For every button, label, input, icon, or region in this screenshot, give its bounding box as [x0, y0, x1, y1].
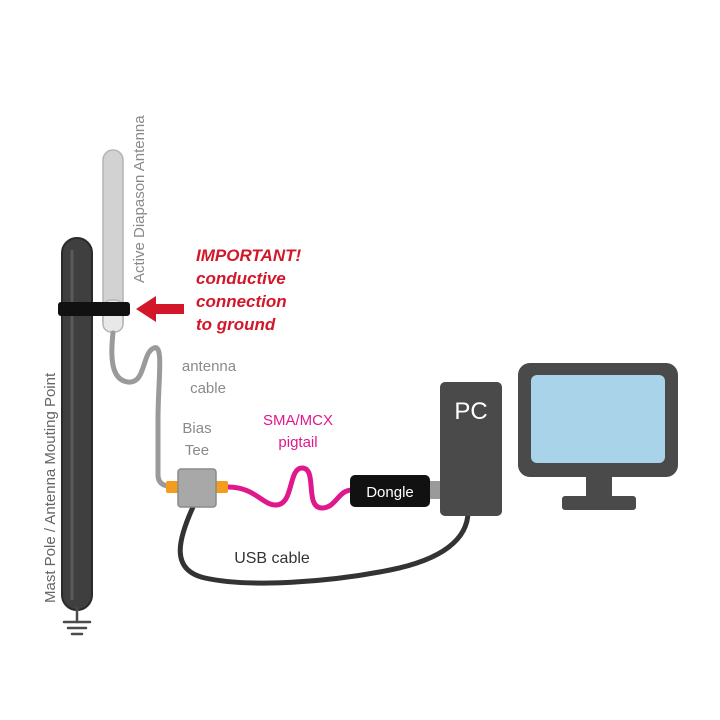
pigtail-cable-line	[225, 465, 355, 511]
dongle-label: Dongle	[366, 484, 414, 501]
antenna-label: Active Diapason Antenna	[131, 115, 148, 283]
ground-clamp-band	[58, 302, 130, 316]
mast-label: Mast Pole / Antenna Mouting Point	[42, 372, 59, 603]
usb-cable-label: USB cable	[234, 550, 310, 567]
pc-label: PC	[454, 398, 487, 425]
monitor	[518, 363, 678, 510]
antenna-cable-label-line-2: cable	[190, 380, 226, 397]
pigtail-label-line-2: pigtail	[278, 434, 317, 451]
pc-tower	[440, 382, 502, 516]
antenna-cable-line	[109, 330, 181, 490]
important-note: IMPORTANT! conductive connection to grou…	[196, 246, 301, 334]
important-line-2: conductive	[196, 269, 286, 288]
bias-tee	[166, 468, 228, 508]
usb-cable-line	[177, 504, 471, 586]
bias-tee-label-line-1: Bias	[182, 420, 211, 437]
arrow-left-icon	[136, 296, 184, 322]
important-line-4: to ground	[196, 315, 276, 334]
bias-tee-label: Bias Tee	[182, 420, 211, 459]
pigtail-label-line-1: SMA/MCX	[263, 412, 333, 429]
important-line-1: IMPORTANT!	[196, 246, 301, 265]
mast-pole	[61, 237, 93, 611]
antenna-cable-label-line-1: antenna	[182, 358, 237, 375]
bias-tee-label-line-2: Tee	[185, 442, 209, 459]
ground-icon	[62, 606, 92, 636]
antenna-cable-label: antenna cable	[182, 358, 237, 397]
important-line-3: connection	[196, 292, 287, 311]
pigtail-label: SMA/MCX pigtail	[263, 412, 333, 451]
